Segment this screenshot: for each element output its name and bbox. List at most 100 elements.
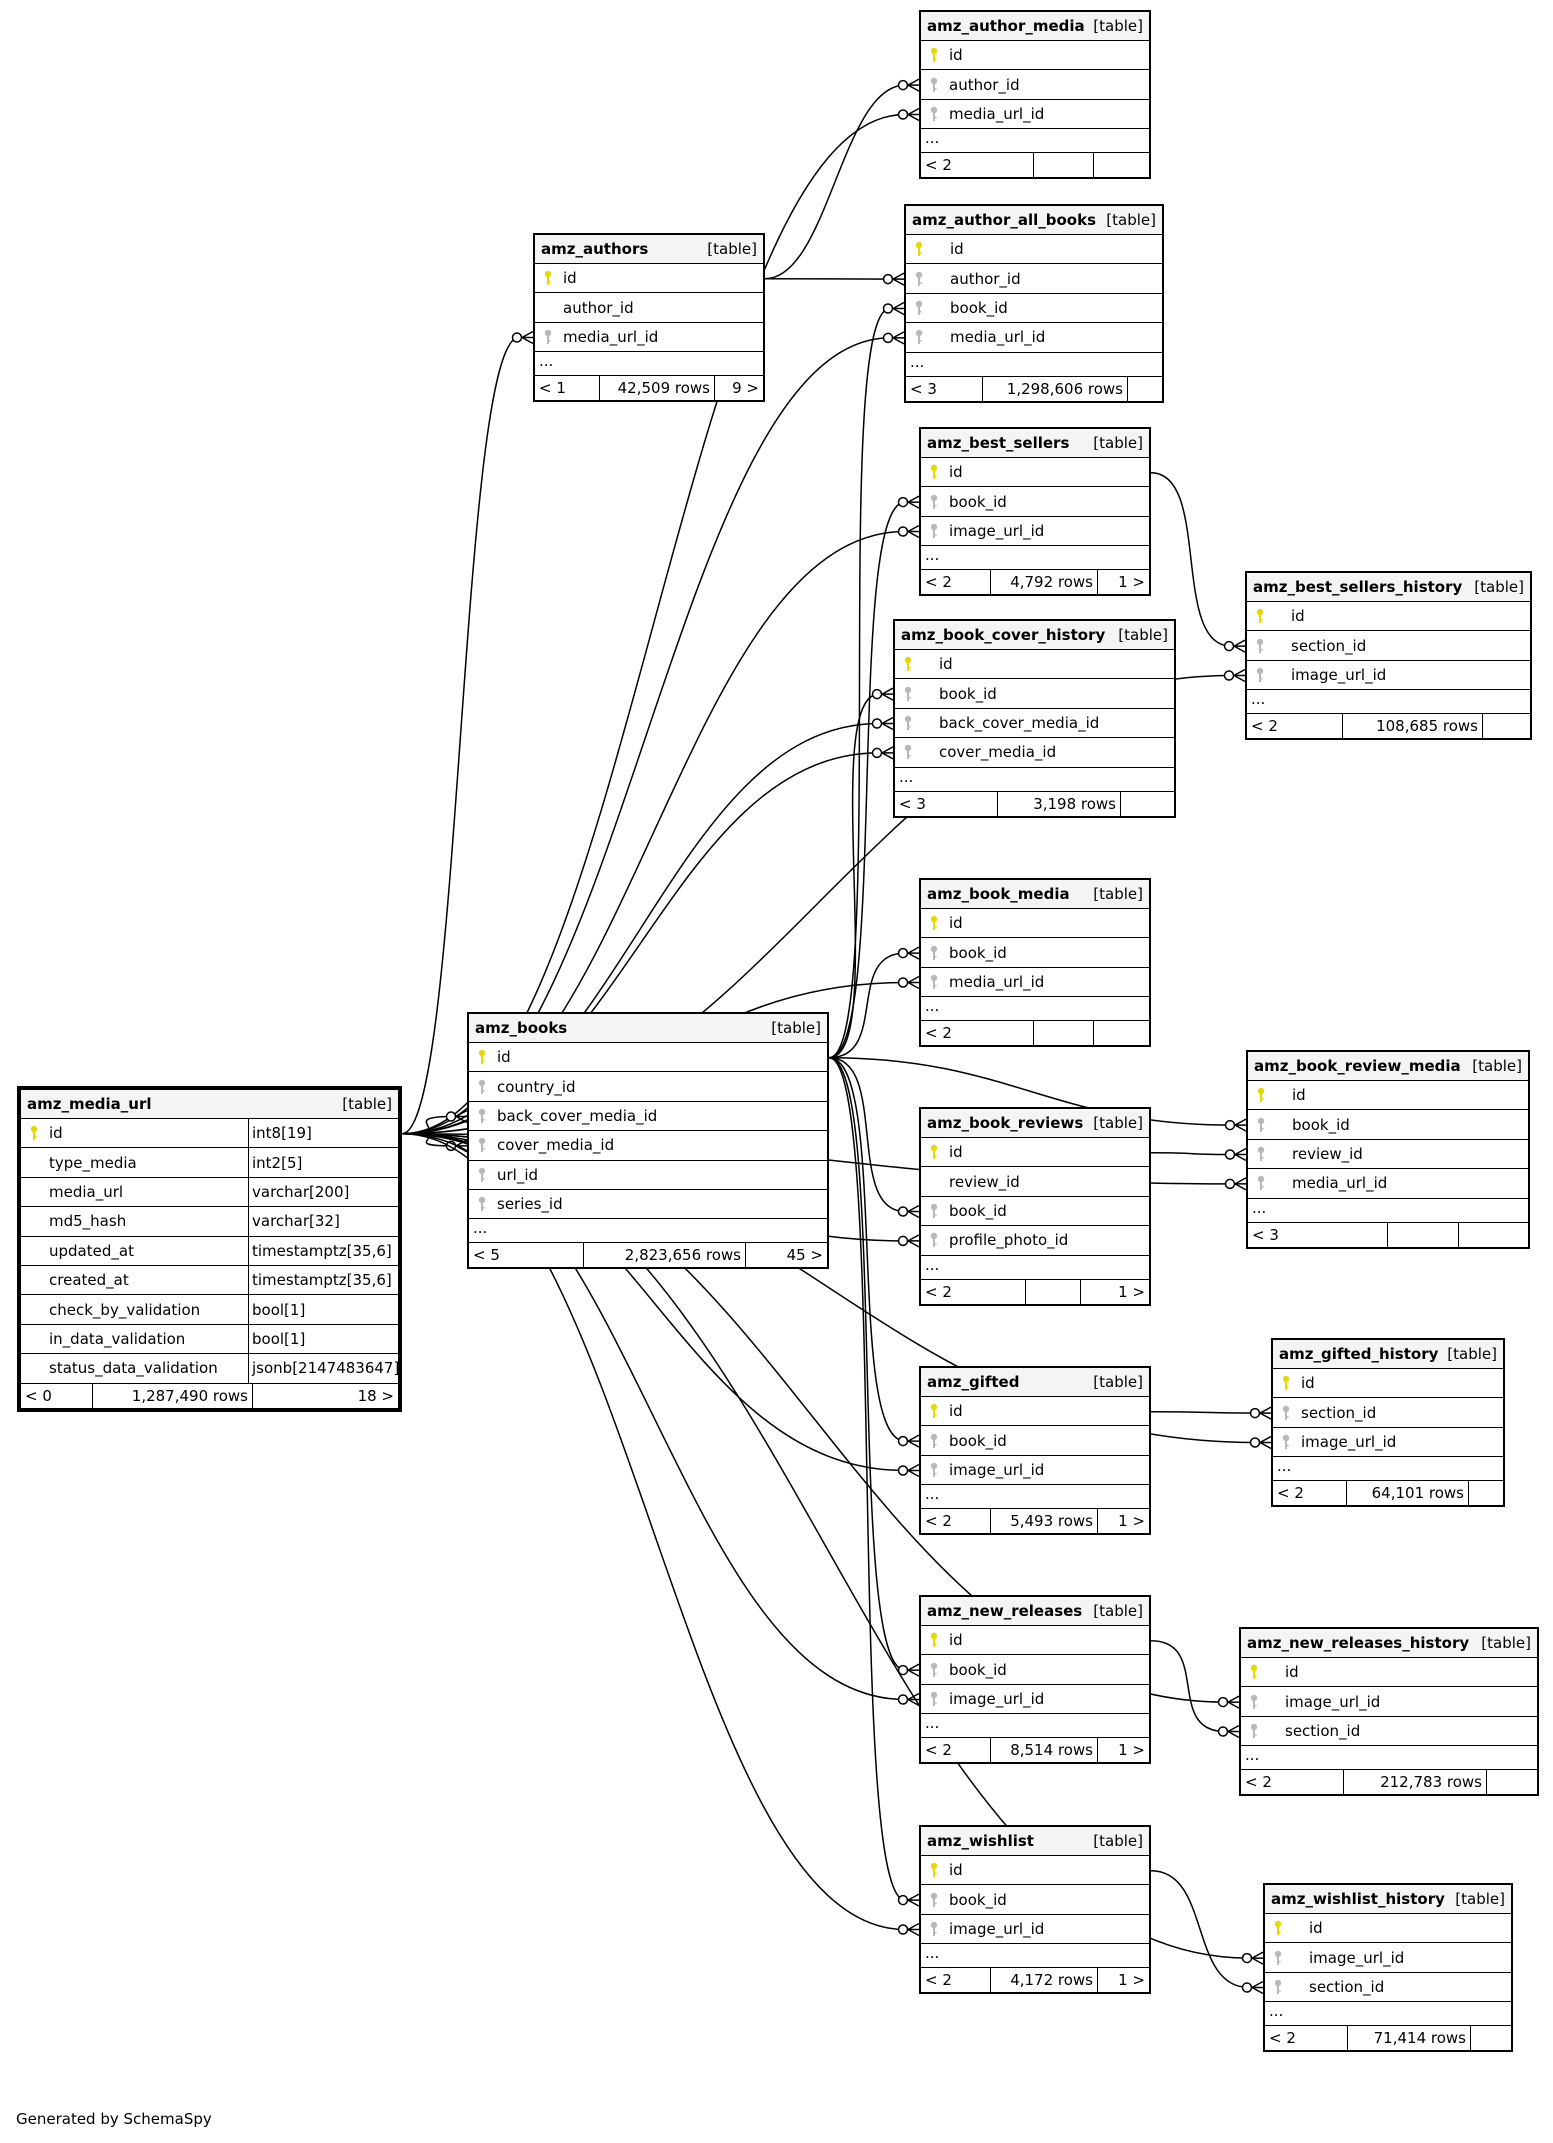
table-header[interactable]: amz_gifted_history[table]: [1273, 1340, 1503, 1369]
column-row[interactable]: country_id: [469, 1072, 827, 1102]
table-header[interactable]: amz_author_all_books[table]: [906, 206, 1162, 235]
more-columns-ellipsis[interactable]: ...: [921, 1256, 1149, 1280]
column-name[interactable]: media_url: [49, 1182, 124, 1201]
column-row[interactable]: cover_media_id: [895, 738, 1174, 768]
column-name[interactable]: id: [1301, 1374, 1315, 1393]
column-name[interactable]: url_id: [497, 1165, 539, 1184]
column-name[interactable]: book_id: [949, 1890, 1007, 1909]
column-row[interactable]: book_id: [1248, 1110, 1528, 1140]
parents-count[interactable]: < 2: [1265, 2026, 1348, 2051]
table-header[interactable]: amz_new_releases_history[table]: [1241, 1629, 1537, 1658]
column-row[interactable]: media_url_id: [921, 968, 1149, 998]
parents-count[interactable]: < 0: [21, 1383, 93, 1408]
column-name[interactable]: image_url_id: [1291, 665, 1387, 684]
children-count[interactable]: [1471, 2026, 1511, 2050]
column-name[interactable]: in_data_validation: [49, 1329, 186, 1348]
children-count[interactable]: [1121, 792, 1174, 816]
column-row[interactable]: book_id: [921, 938, 1149, 968]
column-name[interactable]: id: [1291, 607, 1305, 626]
column-row[interactable]: review_id: [921, 1167, 1149, 1197]
column-name[interactable]: image_url_id: [949, 1919, 1045, 1938]
column-name[interactable]: id: [949, 1631, 963, 1650]
table-header[interactable]: amz_book_reviews[table]: [921, 1109, 1149, 1138]
more-columns-ellipsis[interactable]: ...: [921, 546, 1149, 571]
column-name[interactable]: book_id: [939, 684, 997, 703]
column-name[interactable]: media_url_id: [949, 104, 1045, 123]
column-name[interactable]: cover_media_id: [939, 743, 1057, 762]
children-count[interactable]: [1459, 1223, 1528, 1247]
column-row[interactable]: image_url_id: [1241, 1687, 1537, 1717]
column-name[interactable]: series_id: [497, 1195, 563, 1214]
more-columns-ellipsis[interactable]: ...: [921, 1485, 1149, 1510]
table-header[interactable]: amz_book_media[table]: [921, 880, 1149, 909]
children-count[interactable]: [1094, 153, 1149, 177]
more-columns-ellipsis[interactable]: ...: [1273, 1457, 1503, 1482]
table-name[interactable]: amz_book_reviews: [927, 1114, 1084, 1132]
column-row[interactable]: image_url_id: [921, 1456, 1149, 1486]
more-columns-ellipsis[interactable]: ...: [921, 1944, 1149, 1969]
parents-count[interactable]: < 2: [921, 1968, 991, 1993]
column-name[interactable]: book_id: [949, 943, 1007, 962]
column-row[interactable]: review_id: [1248, 1140, 1528, 1170]
column-row[interactable]: book_id: [921, 487, 1149, 517]
column-name[interactable]: id: [1285, 1663, 1299, 1682]
column-row[interactable]: author_id: [535, 293, 763, 323]
column-name[interactable]: author_id: [950, 269, 1021, 288]
column-name[interactable]: section_id: [1309, 1977, 1385, 1996]
column-name[interactable]: book_id: [949, 1201, 1007, 1220]
column-row[interactable]: id: [895, 650, 1174, 680]
parents-count[interactable]: < 3: [895, 791, 998, 816]
parents-count[interactable]: < 2: [921, 570, 991, 595]
column-row[interactable]: book_id: [906, 294, 1162, 324]
column-name[interactable]: author_id: [563, 298, 634, 317]
table-name[interactable]: amz_book_review_media: [1254, 1057, 1461, 1075]
column-name[interactable]: md5_hash: [49, 1212, 127, 1231]
column-row[interactable]: url_id: [469, 1161, 827, 1190]
column-name[interactable]: id: [497, 1048, 511, 1067]
children-count[interactable]: 9 >: [732, 379, 759, 398]
column-row[interactable]: media_url_id: [906, 323, 1162, 353]
table-name[interactable]: amz_books: [475, 1019, 568, 1037]
more-columns-ellipsis[interactable]: ...: [906, 353, 1162, 377]
column-row[interactable]: author_id: [906, 264, 1162, 294]
column-name[interactable]: section_id: [1301, 1403, 1377, 1422]
column-name[interactable]: book_id: [1292, 1115, 1350, 1134]
column-name[interactable]: back_cover_media_id: [497, 1106, 658, 1125]
column-row[interactable]: id: [1273, 1369, 1503, 1399]
children-count[interactable]: 45 >: [786, 1246, 823, 1265]
table-name[interactable]: amz_media_url: [27, 1095, 152, 1113]
column-name[interactable]: id: [949, 1402, 963, 1421]
parents-count[interactable]: < 2: [1273, 1481, 1347, 1506]
more-columns-ellipsis[interactable]: ...: [921, 1714, 1149, 1739]
children-count[interactable]: 1 >: [1118, 1971, 1145, 1990]
column-row[interactable]: id: [921, 1856, 1149, 1886]
column-name[interactable]: id: [939, 655, 953, 674]
column-name[interactable]: book_id: [949, 1431, 1007, 1450]
column-name[interactable]: id: [949, 46, 963, 65]
column-name[interactable]: media_url_id: [1292, 1174, 1388, 1193]
table-header[interactable]: amz_authors[table]: [535, 235, 763, 264]
column-name[interactable]: created_at: [49, 1271, 129, 1290]
column-name[interactable]: back_cover_media_id: [939, 713, 1100, 732]
table-name[interactable]: amz_authors: [541, 240, 649, 258]
column-row[interactable]: book_id: [921, 1885, 1149, 1915]
column-name[interactable]: image_url_id: [949, 521, 1045, 540]
column-row[interactable]: image_url_id: [1247, 661, 1530, 691]
parents-count[interactable]: < 2: [921, 1279, 1026, 1304]
parents-count[interactable]: < 1: [535, 376, 600, 401]
table-name[interactable]: amz_new_releases: [927, 1602, 1083, 1620]
more-columns-ellipsis[interactable]: ...: [921, 129, 1149, 154]
column-name[interactable]: status_data_validation: [49, 1359, 218, 1378]
column-name[interactable]: media_url_id: [563, 327, 659, 346]
table-name[interactable]: amz_author_all_books: [912, 211, 1096, 229]
